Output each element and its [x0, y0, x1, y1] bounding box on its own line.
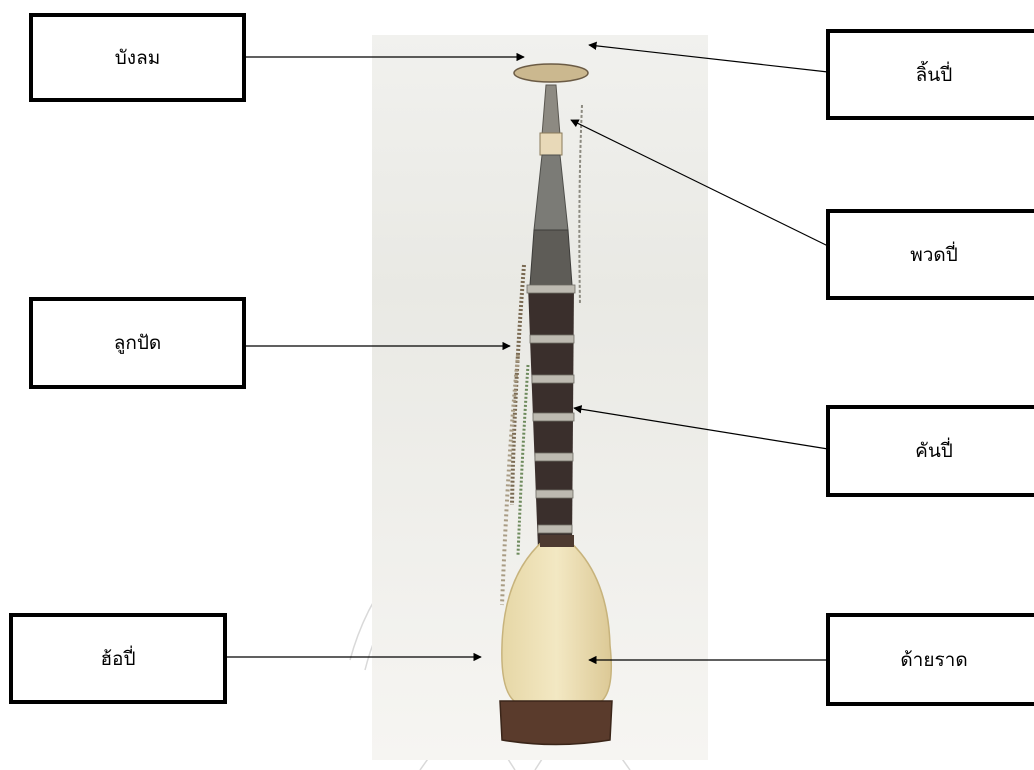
arrow-lin-pi — [589, 45, 828, 72]
label-ho-pi: ฮ้อปี่ — [9, 613, 227, 704]
arrow-puad-pi — [571, 120, 828, 246]
label-bang-lom-text: บังลม — [115, 43, 161, 73]
label-ho-pi-text: ฮ้อปี่ — [100, 644, 135, 674]
label-dai-rat: ด้ายราด — [826, 613, 1034, 706]
label-luk-pat: ลูกปัด — [29, 297, 246, 389]
label-bang-lom: บังลม — [29, 13, 246, 102]
label-dai-rat-text: ด้ายราด — [900, 645, 967, 675]
label-luk-pat-text: ลูกปัด — [114, 328, 162, 358]
label-puad-pi: พวดปี่ — [826, 209, 1034, 300]
label-lin-pi-text: ลิ้นปี่ — [916, 60, 953, 90]
label-khan-pi-text: คันปี่ — [915, 436, 953, 466]
label-lin-pi: ลิ้นปี่ — [826, 29, 1034, 120]
arrow-khan-pi — [574, 408, 828, 449]
label-khan-pi: คันปี่ — [826, 405, 1034, 497]
label-puad-pi-text: พวดปี่ — [910, 240, 958, 270]
